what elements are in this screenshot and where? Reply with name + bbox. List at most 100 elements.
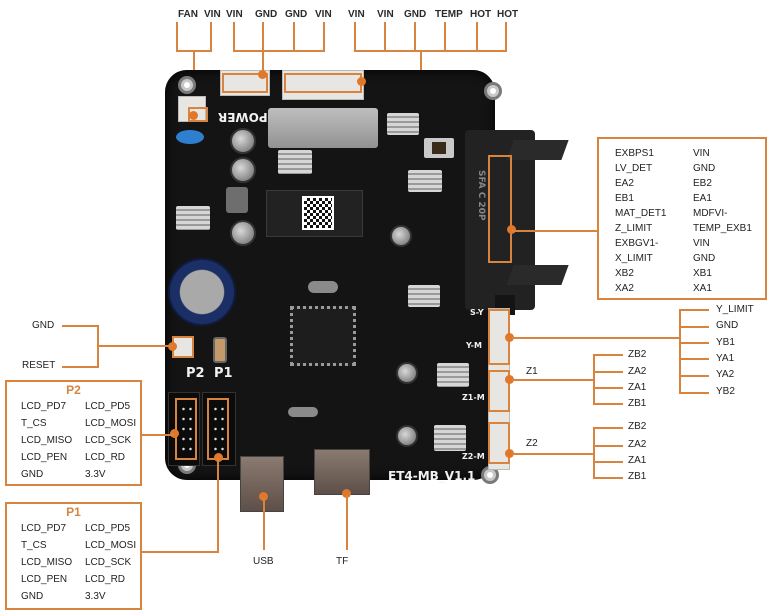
z2-connector-highlight [488,422,510,464]
z1-pin-label: ZB2 [628,349,647,360]
qr-label [302,196,334,230]
ribbon-pin: VIN [693,148,710,159]
usb-label: USB [253,556,274,567]
z1-marker [505,375,514,384]
p2-pin: GND [21,469,44,480]
heater-marker [357,77,366,86]
pin-label: HOT [470,9,492,20]
z1-connector-highlight [488,370,510,412]
p2-header-pins [180,404,194,454]
ribbon-pin: EA1 [693,193,712,204]
p1-title: P1 [66,505,81,519]
tf-leader [346,495,348,550]
crystal [308,281,338,293]
ribbon-pin: EB2 [693,178,712,189]
p2-pin: LCD_PD7 [21,401,67,412]
p1-pin: LCD_MISO [21,557,73,568]
ribbon-pin: MAT_DET1 [615,208,667,219]
silk-sy: S-Y [470,308,484,317]
z2-pin-label: ZB1 [628,471,647,482]
p2-pin: LCD_PEN [21,452,68,463]
p1-pin: LCD_PEN [21,574,68,585]
p1-marker [214,453,223,462]
heatsink [408,170,442,192]
board-model-name: ET4-MB_V1.1 [388,469,476,483]
supercapacitor [168,258,236,326]
p2-pin: LCD_MISO [21,435,73,446]
p2-leader [141,434,174,436]
mounting-hole-top-left [178,76,196,94]
p1-pin: LCD_SCK [85,557,132,568]
pin-label: GND [255,9,278,20]
ribbon-pin: MDFVI- [693,208,728,219]
reset-pin-label: RESET [22,360,56,371]
tf-label: TF [336,556,349,567]
z2-pin-label: ZB2 [628,421,647,432]
capacitor [230,128,256,154]
ribbon-pin: EXBPS1 [615,148,654,159]
pin-label: HOT [497,9,519,20]
ribbon-connector-highlight [488,155,512,263]
silk-power: POWER [218,110,268,124]
z1-pin-label: ZA1 [628,382,647,393]
ribbon-pin: GND [693,253,716,264]
p2-pin: LCD_MOSI [85,418,137,429]
y-pin-label: GND [716,320,739,331]
p1-pin: LCD_RD [85,574,126,585]
z2-pin-label: ZA1 [628,455,647,466]
ribbon-pinout-box: EXBPS1 VIN LV_DET GND EA2 EB2 EB1 EA1 MA… [597,137,767,300]
polyfuse [424,138,454,158]
heatsink [408,285,440,307]
pin-label: VIN [226,9,243,20]
ribbon-pin: Z_LIMIT [615,223,653,234]
ribbon-pin: XB2 [615,268,634,279]
ribbon-pin: EXBGV1- [615,238,659,249]
pin-label: TEMP [435,9,463,20]
reset-button [213,337,227,363]
pin-label: VIN [204,9,221,20]
z1-label: Z1 [526,366,538,377]
ribbon-latch-top [506,140,569,160]
p2-pin: 3.3V [85,469,106,480]
ribbon-pin: LV_DET [615,163,653,174]
inductor [226,187,248,213]
ribbon-latch-bottom [506,265,569,285]
pin-label: GND [285,9,308,20]
p2-pin: LCD_RD [85,452,126,463]
p1-pin: 3.3V [85,591,106,602]
ribbon-leader [512,230,598,232]
z1-pin-label: ZB1 [628,398,647,409]
p1-pin: LCD_PD7 [21,523,67,534]
silk-conn: SFA C 20P [476,170,486,221]
silk-p2: P2 [186,366,205,381]
heatsink [176,206,210,230]
p2-pin: LCD_SCK [85,435,132,446]
ribbon-pin: TEMP_EXB1 [693,223,752,234]
p1-pinout-box: P1 LCD_PD7 LCD_PD5 T_CS LCD_MOSI LCD_MIS… [5,502,142,610]
p1-pin: T_CS [21,540,47,551]
ribbon-pin: EA2 [615,178,634,189]
z2-marker [505,449,514,458]
p1-pin: LCD_PD5 [85,523,131,534]
pin-label: VIN [315,9,332,20]
heatsink [278,150,312,174]
y-pin-label: Y_LIMIT [716,304,754,315]
ribbon-marker [507,225,516,234]
pin-label: GND [404,9,427,20]
y-pin-label: YA1 [716,353,735,364]
y-pin-label: YA2 [716,369,735,380]
capacitor [396,425,418,447]
heatsink [434,425,466,451]
blue-capacitor [176,130,204,144]
connector-highlight [222,73,268,93]
connector-highlight [284,73,362,93]
reset-pin-label: GND [32,320,55,331]
ribbon-pin: XA2 [615,283,634,294]
heater-connector [282,70,364,100]
capacitor [390,225,412,247]
pin-label: VIN [377,9,394,20]
crystal [288,407,318,417]
p2-pinout-box: P2 LCD_PD7 LCD_PD5 T_CS LCD_MOSI LCD_MIS… [5,380,142,486]
mounting-hole-top-right [484,82,502,100]
silk-z1m: Z1-M [462,393,485,402]
